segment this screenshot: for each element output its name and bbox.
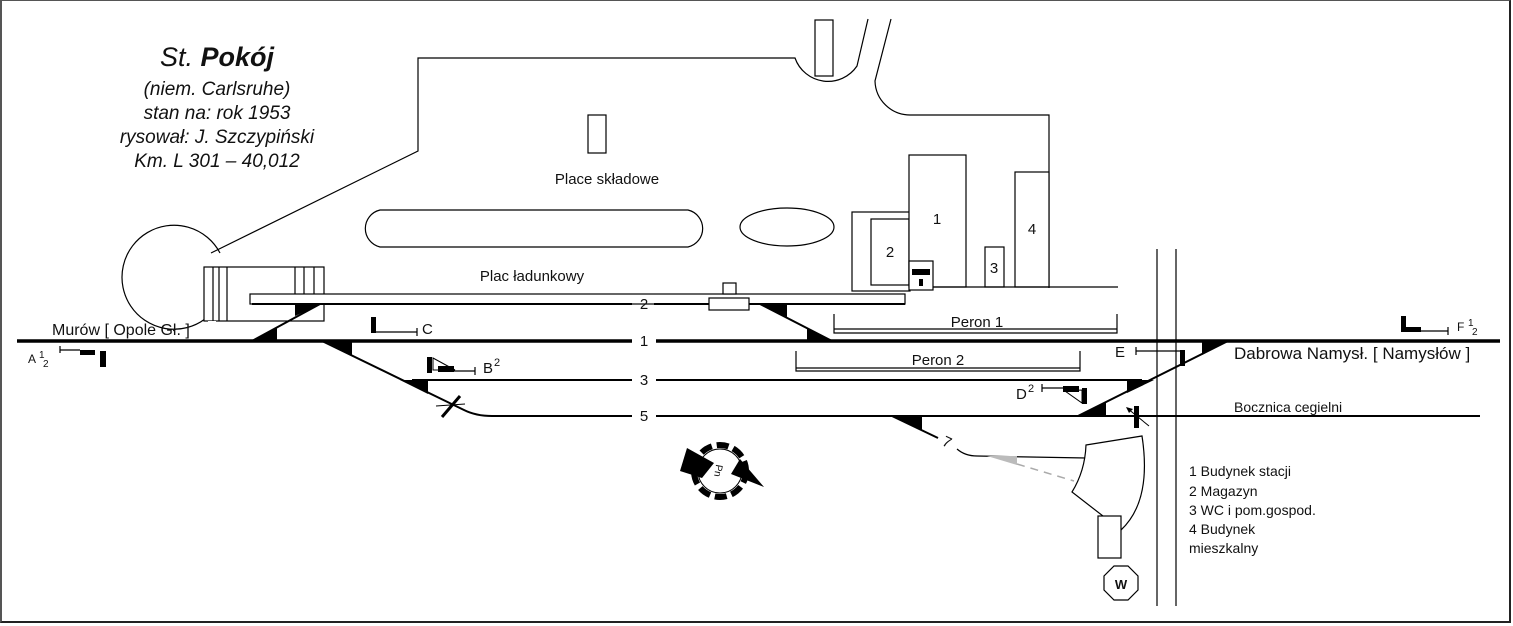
switch <box>807 328 832 341</box>
turntable-label: Pn <box>711 464 724 478</box>
scale-house <box>722 282 737 295</box>
track-scale <box>708 297 750 311</box>
track-5-label: 5 <box>640 408 648 425</box>
water-tower <box>1103 565 1139 601</box>
building-1-label: 1 <box>933 211 941 228</box>
platform-1-label: Peron 1 <box>951 314 1004 331</box>
track-3-label: 3 <box>640 372 648 389</box>
switch <box>295 304 322 316</box>
small-shed <box>587 114 607 154</box>
turntable: Pn <box>680 442 764 500</box>
legend-item: 2 Magazyn <box>1189 483 1257 499</box>
derail-siding <box>1126 406 1150 428</box>
signal-b: B 2 <box>427 357 500 377</box>
svg-text:C: C <box>422 321 433 338</box>
derail-track-5 <box>435 395 466 418</box>
gate-building <box>814 19 834 77</box>
water-tower-label: W <box>1115 577 1128 592</box>
track-7-label: 7 <box>939 433 954 452</box>
legend-item: 1 Budynek stacji <box>1189 463 1291 479</box>
building-2 <box>870 218 910 286</box>
title-state: stan na: rok 1953 <box>144 103 291 124</box>
track-7-start <box>891 415 939 439</box>
svg-text:D: D <box>1016 386 1027 403</box>
storage-area-label: Place składowe <box>555 171 659 188</box>
engine-shed-annex <box>1097 515 1122 559</box>
svg-text:2: 2 <box>1028 383 1034 395</box>
svg-text:1: 1 <box>1468 318 1474 329</box>
platform-2-label: Peron 2 <box>912 352 965 369</box>
siding-label: Bocznica cegielni <box>1234 399 1342 415</box>
track-1-label: 1 <box>640 333 648 350</box>
building-2-label: 2 <box>886 244 894 261</box>
turntable-arrow-icon <box>680 448 714 478</box>
svg-text:2: 2 <box>1472 327 1478 338</box>
turntable-arrow-icon <box>731 459 764 487</box>
svg-text:2: 2 <box>494 357 500 369</box>
switch <box>1127 380 1154 393</box>
signal-e: E <box>1115 344 1185 366</box>
legend: 1 Budynek stacji 2 Magazyn 3 WC i pom.go… <box>1189 463 1316 556</box>
storage-pile-long <box>364 209 704 248</box>
road-boundary <box>210 18 1050 288</box>
switch <box>250 328 277 341</box>
signal-f: F 1 2 <box>1401 316 1478 338</box>
svg-text:A: A <box>28 352 36 366</box>
building-4-label: 4 <box>1028 221 1036 238</box>
legend-item: 4 Budynek <box>1189 521 1256 537</box>
track-2-label: 2 <box>640 296 648 313</box>
switch <box>400 380 428 394</box>
direction-west-label: Murów [ Opole Gł. ] <box>52 322 190 339</box>
switch <box>1202 341 1228 355</box>
direction-east-label: Dabrowa Namysł. [ Namysłów ] <box>1234 344 1470 363</box>
switch <box>324 341 352 355</box>
svg-text:E: E <box>1115 344 1125 361</box>
loop-road <box>121 224 221 330</box>
svg-text:F: F <box>1457 320 1464 334</box>
building-3-label: 3 <box>990 260 998 277</box>
legend-item: 3 WC i pom.gospod. <box>1189 502 1316 518</box>
loading-platform <box>249 293 906 305</box>
loading-area-label: Plac ładunkowy <box>480 268 585 285</box>
svg-text:B: B <box>483 360 493 377</box>
signal-c: C <box>371 317 433 338</box>
svg-text:2: 2 <box>43 359 49 370</box>
track-5-west <box>321 340 632 417</box>
track-7-dashed <box>1016 463 1075 482</box>
storage-pile-oval <box>739 207 835 247</box>
legend-item: mieszkalny <box>1189 540 1258 556</box>
signal-a: A 1 2 <box>28 346 106 370</box>
station-title: St. Pokój <box>160 42 275 72</box>
building-4 <box>1014 171 1050 288</box>
title-subtitle: (niem. Carlsruhe) <box>144 79 291 100</box>
title-km: Km. L 301 – 40,012 <box>134 151 300 172</box>
title-author: rysował: J. Szczypiński <box>120 127 315 148</box>
switch <box>760 304 787 317</box>
signal-d: D 2 <box>1016 383 1087 404</box>
track-7-shadow <box>987 456 1017 465</box>
title-block: St. Pokój (niem. Carlsruhe) stan na: rok… <box>120 42 315 172</box>
signal-box-mark-small <box>919 279 923 286</box>
engine-shed <box>1071 435 1146 531</box>
platform-1 <box>833 314 1118 334</box>
track-7-end <box>956 448 1087 459</box>
svg-text:1: 1 <box>39 350 45 361</box>
switch <box>1078 402 1106 416</box>
signal-box-mark <box>912 269 930 275</box>
platform-2 <box>795 351 1081 372</box>
